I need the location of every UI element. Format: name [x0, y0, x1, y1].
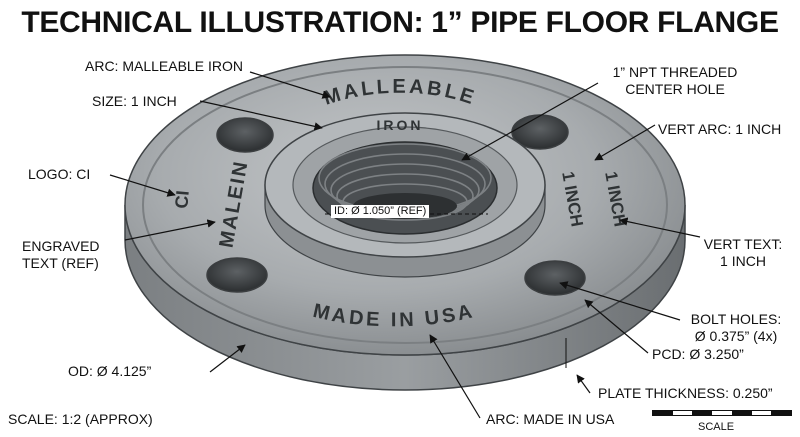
leader-arc-made	[429, 334, 481, 419]
label-npt-line1: 1” NPT THREADED	[612, 64, 738, 80]
leader-vert-arc	[594, 124, 656, 161]
leader-pcd	[584, 299, 649, 354]
leader-arc-malleable	[249, 71, 331, 99]
label-vert-text-line1: VERT TEXT:	[703, 236, 783, 252]
leader-logo	[109, 174, 176, 197]
leader-vert-text	[619, 217, 701, 238]
label-npt-line2: CENTER HOLE	[625, 81, 725, 97]
label-vert-arc: VERT ARC: 1 INCH	[658, 121, 782, 137]
label-bolt-holes-line2: Ø 0.375” (4x)	[694, 328, 778, 344]
engraving-ci: CI	[171, 190, 192, 210]
page-title: TECHNICAL ILLUSTRATION: 1” PIPE FLOOR FL…	[21, 6, 779, 39]
label-pcd: PCD: Ø 3.250”	[652, 346, 744, 362]
bolt-hole-bottom-right	[524, 260, 586, 296]
label-scale-text: SCALE: 1:2 (APPROX)	[8, 411, 153, 427]
leader-size	[199, 100, 323, 131]
leader-engraved	[124, 219, 216, 241]
label-engraved-line2: TEXT (REF)	[22, 255, 99, 271]
bolt-hole-bottom-left	[206, 257, 268, 293]
leader-npt	[461, 82, 599, 161]
label-plate-thickness: PLATE THICKNESS: 0.250”	[598, 385, 773, 401]
label-logo: LOGO: CI	[28, 166, 91, 182]
leader-thickness	[576, 374, 591, 394]
label-bolt-holes-line1: BOLT HOLES:	[690, 311, 782, 327]
label-engraved-line1: ENGRAVED	[22, 238, 100, 254]
scale-bar-label: SCALE	[698, 421, 735, 433]
label-arc-made: ARC: MADE IN USA	[486, 411, 615, 427]
scale-bar	[652, 410, 792, 416]
label-od: OD: Ø 4.125”	[68, 363, 152, 379]
engraving-iron: IRON	[377, 117, 424, 133]
leader-od	[209, 344, 246, 373]
bolt-hole-top-left	[216, 117, 274, 153]
label-arc-malleable: ARC: MALLEABLE IRON	[85, 58, 243, 74]
leader-bolt-holes	[559, 281, 681, 321]
label-id-ref: ID: Ø 1.050” (REF)	[331, 205, 430, 218]
label-vert-text-line2: 1 INCH	[720, 253, 766, 269]
label-size: SIZE: 1 INCH	[92, 93, 177, 109]
flange-outer-rim	[142, 66, 668, 344]
